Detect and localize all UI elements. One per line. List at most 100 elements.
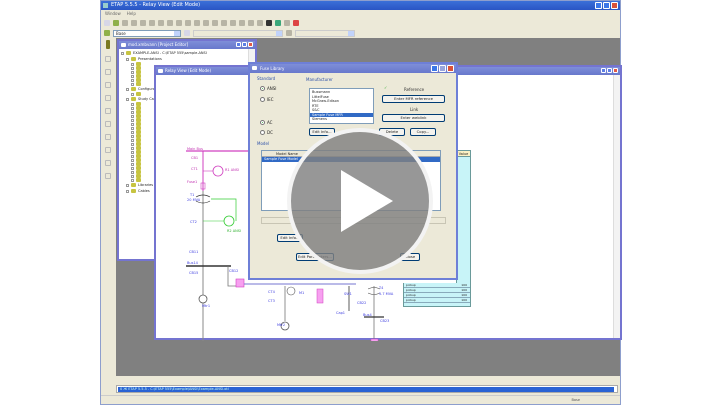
search-icon[interactable]: [284, 19, 290, 26]
manufacturer-item[interactable]: McGraw-Edison: [312, 99, 339, 103]
tree-item[interactable]: [121, 142, 245, 146]
tree-item[interactable]: [121, 122, 245, 126]
manufacturer-item[interactable]: Siemens: [312, 117, 327, 121]
tree-item[interactable]: [121, 130, 245, 134]
menu-window[interactable]: Window: [105, 11, 121, 16]
save-icon[interactable]: [122, 19, 128, 26]
manufacturer-item[interactable]: LittelFuse: [312, 94, 329, 99]
print-preview-icon[interactable]: [140, 19, 146, 26]
undo-icon[interactable]: [212, 19, 218, 26]
reference-check-icon[interactable]: ✓: [384, 85, 388, 90]
tree-node-study-cases[interactable]: Study Cases: [121, 96, 245, 102]
pe-close-button[interactable]: [248, 42, 253, 47]
menu-help[interactable]: Help: [126, 11, 136, 16]
radio-iec[interactable]: IEC: [260, 97, 274, 102]
zoom-out-icon[interactable]: [194, 19, 200, 26]
manufacturer-item[interactable]: S&C: [312, 108, 320, 112]
video-play-button[interactable]: [287, 128, 433, 274]
zoom-in-icon[interactable]: [185, 19, 191, 26]
tree-item[interactable]: [121, 66, 245, 70]
fl-max-button[interactable]: [439, 65, 446, 72]
minimize-button[interactable]: [595, 2, 602, 9]
cut-icon[interactable]: [149, 19, 155, 26]
battery-icon[interactable]: [105, 147, 111, 153]
tree-item[interactable]: [121, 82, 245, 86]
presentation-combo[interactable]: Base: [113, 29, 181, 37]
tree-root[interactable]: EXAMPLE-ANSI - C:\ETAP 555\sample-ANSI: [121, 50, 245, 56]
copy-button[interactable]: Copy...: [410, 128, 436, 136]
pe-maximize-button[interactable]: [242, 42, 247, 47]
pe-minimize-button[interactable]: [236, 42, 241, 47]
close-button[interactable]: [611, 2, 618, 9]
tree-item[interactable]: [121, 118, 245, 122]
tree-item[interactable]: [121, 174, 245, 178]
grid-icon[interactable]: [239, 19, 245, 26]
tree-item[interactable]: [121, 78, 245, 82]
revision-combo[interactable]: [295, 29, 355, 37]
tree-item[interactable]: [121, 178, 245, 182]
tree-item[interactable]: [121, 134, 245, 138]
config-icon[interactable]: [184, 30, 190, 36]
enter-weblink-button[interactable]: Enter weblink: [382, 114, 445, 122]
open-icon[interactable]: [113, 19, 119, 26]
config-combo[interactable]: [193, 29, 283, 37]
tree-item[interactable]: [121, 170, 245, 174]
tree-item[interactable]: [121, 138, 245, 142]
relay-minimize-button[interactable]: [601, 68, 606, 73]
enter-mfr-reference-button[interactable]: Enter MFR reference: [382, 95, 445, 103]
output-bar[interactable]: 0 Ж ETAP 5.5.5 - C:\ETAP 555\Example\ANS…: [116, 385, 618, 393]
protective-device-icon[interactable]: [105, 121, 111, 127]
tree-item[interactable]: [121, 106, 245, 110]
dc-icon[interactable]: [105, 134, 111, 140]
tree-item[interactable]: [121, 74, 245, 78]
relay-close-button[interactable]: [613, 68, 618, 73]
one-line-diagram[interactable]: [156, 141, 616, 341]
copy-icon[interactable]: [158, 19, 164, 26]
new-icon[interactable]: [104, 19, 110, 26]
check-icon[interactable]: [248, 19, 254, 26]
maximize-button[interactable]: [603, 2, 610, 9]
project-tree[interactable]: EXAMPLE-ANSI - C:\ETAP 555\sample-ANSI P…: [119, 49, 247, 259]
refresh-icon[interactable]: [257, 19, 263, 26]
redo-icon[interactable]: [221, 19, 227, 26]
load-flow-icon[interactable]: [105, 56, 111, 62]
edit-mode-icon[interactable]: [106, 40, 110, 49]
radio-ansi[interactable]: ANSI: [260, 86, 276, 91]
help-icon[interactable]: [293, 19, 299, 26]
revision-icon[interactable]: [286, 30, 292, 36]
tree-node-presentations[interactable]: Presentations: [121, 56, 245, 62]
motor-start-icon[interactable]: [105, 82, 111, 88]
manufacturer-listbox[interactable]: Bussmann LittelFuse McGraw-Edison RTE S&…: [309, 88, 374, 124]
relay-maximize-button[interactable]: [607, 68, 612, 73]
radio-ac[interactable]: AC: [260, 120, 272, 125]
tree-item[interactable]: [121, 102, 245, 106]
manufacturer-item[interactable]: Bussmann: [312, 90, 331, 94]
theme-icon[interactable]: [275, 19, 281, 26]
tree-item[interactable]: [121, 126, 245, 130]
manufacturer-item-selected[interactable]: Sample Fuse MFR: [310, 112, 373, 117]
presentation-icon[interactable]: [104, 30, 110, 36]
pan-icon[interactable]: [176, 19, 182, 26]
tree-item[interactable]: [121, 92, 245, 96]
manufacturer-item[interactable]: RTE: [312, 103, 319, 108]
tree-item[interactable]: [121, 70, 245, 74]
short-circuit-icon[interactable]: [105, 69, 111, 75]
paste-icon[interactable]: [167, 19, 173, 26]
print-icon[interactable]: [131, 19, 137, 26]
tree-node-configurations[interactable]: Configurations: [121, 86, 245, 92]
tree-node-cables[interactable]: Cables: [121, 188, 245, 194]
text-icon[interactable]: [230, 19, 236, 26]
radio-dc[interactable]: DC: [260, 130, 273, 135]
fl-help-button[interactable]: [431, 65, 438, 72]
tree-item[interactable]: [121, 150, 245, 154]
tree-item[interactable]: [121, 114, 245, 118]
harmonic-icon[interactable]: [105, 95, 111, 101]
relay-view-scrollbar[interactable]: [613, 75, 620, 338]
relay-settings-table[interactable]: Value: [456, 150, 471, 300]
tree-item[interactable]: [121, 154, 245, 158]
